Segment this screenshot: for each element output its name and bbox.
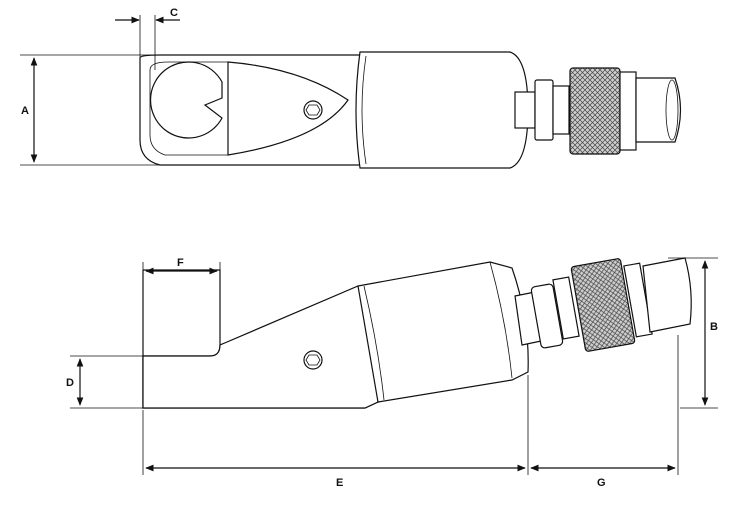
dim-label-e: E	[336, 477, 343, 489]
hex-socket-inner	[305, 104, 321, 116]
end-cap-side	[642, 257, 692, 333]
hex-socket-icon	[303, 100, 323, 120]
hex-fitting	[514, 91, 536, 129]
dim-label-d: D	[66, 377, 74, 389]
cylinder-side	[357, 261, 529, 403]
taper-body	[227, 61, 349, 156]
top-view: A C	[20, 7, 682, 169]
dim-label-g: G	[597, 477, 606, 489]
knurled-coupler-icon	[569, 67, 621, 155]
dim-label-f: F	[177, 257, 184, 269]
hex-socket-icon	[303, 350, 323, 370]
side-view: F D B E G	[66, 257, 718, 489]
dim-label-a: A	[21, 105, 29, 117]
dim-label-c: C	[170, 7, 178, 19]
nut-seat	[149, 61, 223, 139]
knurled-coupler-side	[570, 258, 636, 352]
cylinder-body	[355, 51, 529, 169]
dim-label-b: B	[710, 321, 718, 333]
end-cap	[635, 77, 682, 143]
